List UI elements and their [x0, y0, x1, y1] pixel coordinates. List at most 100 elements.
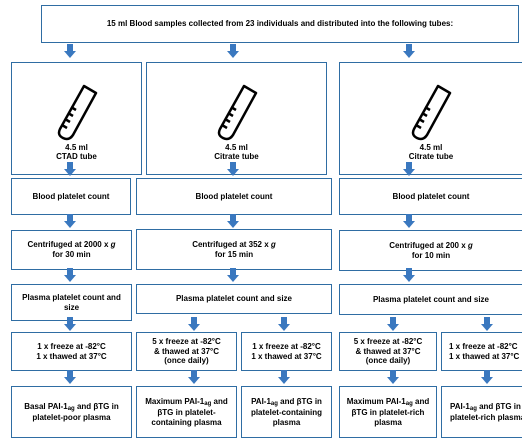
centrifuge-line-1: Centrifuged at 352 x g: [192, 240, 276, 250]
tube-box-citrate-352: 4.5 ml Citrate tube: [146, 62, 327, 175]
arrow-down: [227, 214, 239, 228]
blood-platelet-count-box: Blood platelet count: [11, 178, 131, 215]
analyte-subscript: ag: [270, 400, 278, 407]
result-line-1: Maximum PAI-1ag and: [347, 397, 429, 408]
header-box: 15 ml Blood samples collected from 23 in…: [41, 5, 519, 43]
result-line-2: βTG in platelet-: [157, 408, 216, 417]
centrifuge-duration: for 15 min: [214, 249, 254, 259]
result-line-2: platelet-containing: [250, 408, 323, 417]
result-line-1: PAI-1ag and βTG in: [251, 397, 322, 408]
analyte-suffix: and βTG in: [476, 401, 521, 411]
plasma-count-label: Plasma platelet count and size: [22, 292, 121, 312]
centrifuge-line-1: Centrifuged at 2000 x g: [27, 240, 115, 250]
result-line-1: PAI-1ag and βTG in: [450, 402, 521, 413]
arrow-down: [481, 317, 493, 331]
test-tube-icon: [217, 84, 257, 141]
result-box-max-containing: Maximum PAI-1ag and βTG in platelet- con…: [136, 386, 237, 438]
plasma-count-label: Plasma platelet count and size: [372, 294, 490, 304]
arrow-down: [403, 44, 415, 58]
freeze-line: 1 x freeze at -82°C: [449, 341, 518, 351]
tube-box-ctad: 4.5 ml CTAD tube: [11, 62, 142, 175]
thaw-line: 1 x thawed at 37°C: [251, 351, 322, 361]
analyte-subscript: ag: [67, 405, 75, 412]
plasma-count-label: Plasma platelet count and size: [175, 294, 293, 304]
blood-platelet-count-box: Blood platelet count: [339, 178, 522, 215]
analyte-suffix: and: [211, 396, 228, 406]
frequency-line: (once daily): [365, 356, 411, 366]
g-unit: g: [110, 240, 116, 250]
thaw-line: & thawed at 37°C: [355, 346, 421, 356]
freeze-box: 1 x freeze at -82°C 1 x thawed at 37°C: [241, 332, 332, 371]
thaw-line: 1 x thawed at 37°C: [449, 351, 520, 361]
plasma-count-box: Plasma platelet count and size: [11, 284, 132, 321]
centrifuge-box: Centrifuged at 2000 x g for 30 min: [11, 230, 132, 270]
analyte-name: PAI-1: [251, 396, 271, 406]
arrow-down: [387, 317, 399, 331]
tube-box-citrate-200: 4.5 ml Citrate tube: [339, 62, 522, 175]
analyte-name: Maximum PAI-1: [346, 396, 406, 406]
result-line-2: βTG in platelet-rich: [351, 408, 425, 417]
result-line-1: Basal PAI-1ag and βTG in: [24, 402, 118, 413]
tube-volume: 4.5 ml: [225, 142, 248, 152]
centrifuge-duration: for 30 min: [52, 250, 91, 259]
arrow-down: [403, 162, 415, 176]
g-unit: g: [270, 239, 276, 249]
centrifuge-duration: for 10 min: [411, 250, 451, 260]
arrow-down: [481, 370, 493, 384]
header-text: 15 ml Blood samples collected from 23 in…: [106, 19, 454, 29]
tube-type: Citrate tube: [214, 152, 259, 162]
result-box-max-rich: Maximum PAI-1ag and βTG in platelet-rich…: [339, 386, 437, 438]
result-line-2: platelet-poor plasma: [32, 412, 111, 422]
arrow-down: [278, 317, 290, 331]
centrifuge-box: Centrifuged at 200 x g for 10 min: [339, 230, 522, 271]
arrow-down: [403, 268, 415, 282]
analyte-subscript: ag: [204, 400, 212, 407]
analyte-suffix: and: [412, 396, 430, 406]
g-unit: g: [467, 240, 473, 250]
arrow-down: [64, 268, 76, 282]
freeze-line: 1 x freeze at -82°C: [37, 341, 106, 351]
plasma-count-box: Plasma platelet count and size: [339, 284, 522, 315]
centrifuge-line-1: Centrifuged at 200 x g: [389, 241, 473, 251]
result-box-rich: PAI-1ag and βTG in platelet-rich plasma: [441, 386, 522, 438]
thaw-line: 1 x thawed at 37°C: [36, 351, 107, 361]
arrow-down: [64, 317, 76, 331]
arrow-down: [278, 370, 290, 384]
analyte-subscript: ag: [469, 405, 477, 412]
blood-platelet-count-box: Blood platelet count: [136, 178, 332, 215]
arrow-down: [227, 268, 239, 282]
freeze-line: 1 x freeze at -82°C: [252, 341, 321, 351]
analyte-name: Basal PAI-1: [24, 401, 68, 411]
centrifuge-box: Centrifuged at 352 x g for 15 min: [136, 229, 332, 270]
result-line-3: plasma: [272, 417, 301, 427]
result-line-3: plasma: [374, 417, 402, 427]
result-line-1: Maximum PAI-1ag and: [145, 397, 227, 408]
freeze-box: 5 x freeze at -82°C & thawed at 37°C (on…: [136, 332, 237, 371]
arrow-down: [64, 162, 76, 176]
blood-platelet-count-label: Blood platelet count: [195, 191, 273, 201]
arrow-down: [387, 370, 399, 384]
arrow-down: [188, 370, 200, 384]
arrow-down: [188, 317, 200, 331]
blood-platelet-count-label: Blood platelet count: [32, 191, 110, 201]
arrow-down: [227, 162, 239, 176]
test-tube-icon: [411, 84, 452, 141]
tube-volume: 4.5 ml: [65, 142, 88, 152]
freeze-box: 5 x freeze at -82°C & thawed at 37°C (on…: [339, 332, 437, 371]
analyte-suffix: and βTG in: [74, 401, 119, 411]
plasma-count-box: Plasma platelet count and size: [136, 284, 332, 314]
arrow-down: [64, 214, 76, 228]
frequency-line: (once daily): [164, 356, 209, 366]
blood-platelet-count-label: Blood platelet count: [392, 191, 470, 201]
freeze-box: 1 x freeze at -82°C 1 x thawed at 37°C: [11, 332, 132, 371]
freeze-line: 5 x freeze at -82°C: [353, 337, 423, 347]
centrifuge-speed: Centrifuged at 352 x: [192, 239, 271, 249]
arrow-down: [403, 214, 415, 228]
analyte-subscript: ag: [405, 400, 413, 407]
result-box-containing: PAI-1ag and βTG in platelet-containing p…: [241, 386, 332, 438]
result-line-3: containing plasma: [151, 417, 222, 427]
result-box-basal: Basal PAI-1ag and βTG in platelet-poor p…: [11, 386, 132, 438]
tube-type: Citrate tube: [408, 152, 454, 162]
test-tube-icon: [57, 84, 97, 141]
result-line-2: platelet-rich plasma: [450, 412, 522, 422]
